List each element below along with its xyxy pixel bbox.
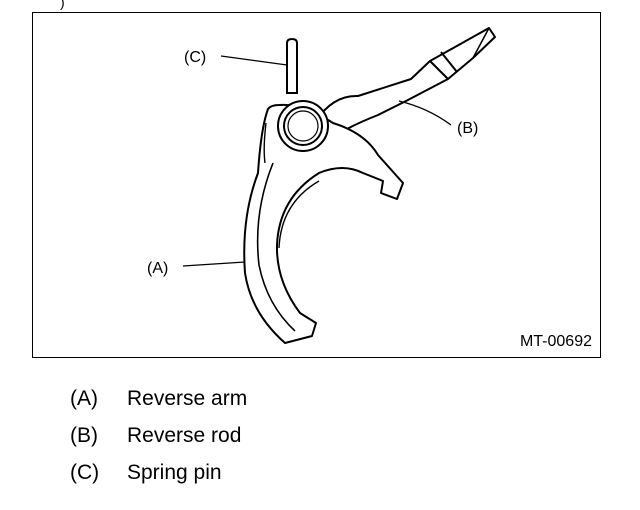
legend-item: (C) Spring pin [70,454,247,491]
callout-b-label: (B) [457,120,478,137]
legend-item: (B) Reverse rod [70,417,247,454]
legend-key: (B) [70,424,98,447]
pivot-boss [277,100,329,152]
leader-lines [182,55,452,267]
legend-key: (C) [70,461,100,484]
legend-key: (A) [70,387,98,410]
diagram-illustration: (C) (B) (A) [147,27,496,344]
top-text-fragment: ) [60,0,65,10]
callout-a-label: (A) [147,260,168,277]
figure-code: MT-00692 [519,333,592,350]
legend-item: (A) Reverse arm [70,380,247,417]
callout-c-label: (C) [184,49,206,66]
legend-text: Reverse rod [127,424,242,447]
legend: (A) Reverse arm (B) Reverse rod (C) Spri… [70,380,247,491]
diagram-frame: (C) (B) (A) MT-00692 [32,12,601,358]
spring-pin [286,37,298,94]
legend-text: Spring pin [127,461,222,484]
legend-text: Reverse arm [127,387,248,410]
